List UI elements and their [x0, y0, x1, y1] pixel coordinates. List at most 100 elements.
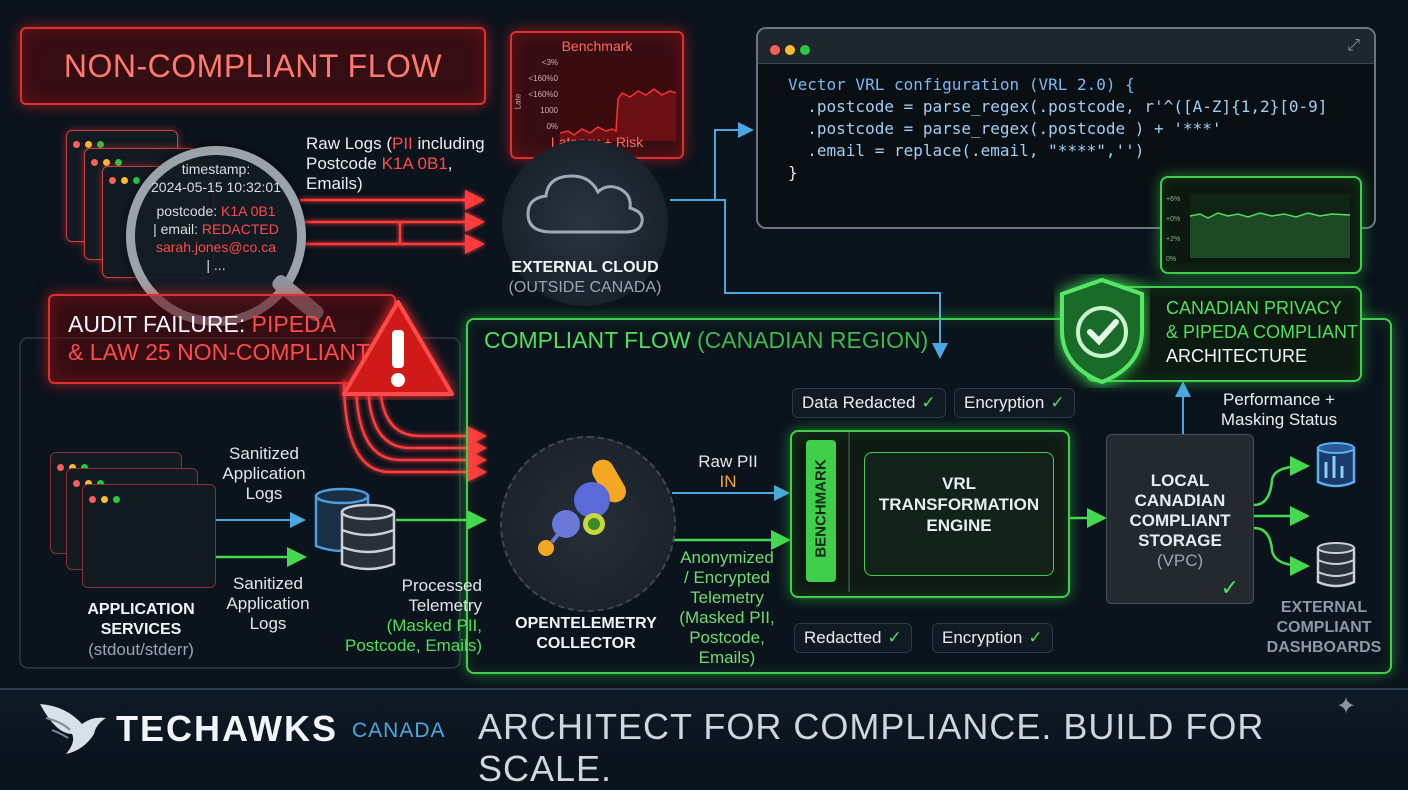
raw-logs-label: Raw Logs (PII including Postcode K1A 0B1… [306, 134, 496, 194]
sanitized-line: Sanitized [233, 574, 303, 593]
performance-label: Performance + Masking Status [1204, 390, 1354, 430]
check-icon: ✓ [887, 628, 902, 647]
minimize-dot[interactable] [785, 45, 795, 55]
compliant-region: (CANADIAN REGION) [697, 327, 929, 353]
local-storage-box: LOCAL CANADIAN COMPLIANT STORAGE (VPC) ✓ [1106, 434, 1254, 604]
app-title-2: SERVICES [100, 621, 182, 638]
warning-icon [342, 300, 454, 396]
benchmark-chart-panel: Benchmark Late <3% <160%0 <160%0 1000 0%… [510, 31, 684, 159]
compliant-title: COMPLIANT FLOW (CANADIAN REGION) [484, 326, 928, 354]
code-line: } [788, 163, 798, 182]
engine-divider [848, 432, 850, 592]
close-dot[interactable] [770, 45, 780, 55]
raw-pii-label: Raw PII IN [686, 452, 770, 492]
code-window: ⤢ Vector VRL configuration (VRL 2.0) { .… [756, 27, 1376, 229]
cloud-label: EXTERNAL CLOUD (OUTSIDE CANADA) [490, 258, 680, 298]
timestamp-value: 2024-05-15 10:32:01 [151, 179, 281, 195]
footer-tagline: ARCHITECT FOR COMPLIANCE. BUILD FOR SCAL… [478, 706, 1265, 789]
footer-bar [0, 688, 1408, 770]
engine-title-line: VRL [942, 474, 976, 493]
sanitized-line: Application [226, 594, 310, 613]
badge-line1: CANADIAN PRIVACY [1166, 298, 1342, 318]
raw-logs-pii: PII [391, 134, 413, 153]
check-icon: ✓ [1050, 393, 1065, 412]
otel-title-1: OPENTELEMETRY [515, 615, 657, 632]
email-value: REDACTED [201, 221, 279, 237]
magnifier-text: timestamp: 2024-05-15 10:32:01 postcode:… [136, 160, 296, 274]
benchmark-tick: <3% [541, 58, 558, 67]
processed-telemetry-label: Processed Telemetry (Masked PII, Postcod… [332, 576, 482, 656]
perf-line2: Masking Status [1220, 410, 1338, 429]
anon-line: Anonymized [680, 548, 774, 567]
engine-title-line: ENGINE [926, 516, 992, 535]
anon-line: Telemetry [690, 588, 764, 607]
mini-tick: +0% [1166, 216, 1181, 223]
storage-title-line: CANADIAN [1134, 491, 1226, 510]
app-subtitle: (stdout/stderr) [88, 640, 194, 659]
expand-icon[interactable]: ⤢ [1347, 37, 1360, 54]
badge-text: CANADIAN PRIVACY & PIPEDA COMPLIANT ARCH… [1166, 296, 1358, 368]
timestamp-label: timestamp: [181, 161, 251, 177]
chip-label: Encryption [964, 393, 1045, 412]
raw-logs-code: K1A 0B1 [381, 154, 448, 173]
mini-chart-panel: +6% +0% +2% 0% [1160, 176, 1362, 274]
benchmark-tab-label: BENCHMARK [812, 459, 830, 558]
raw-logs-prefix: Raw Logs ( [306, 134, 392, 153]
code-line: .email = replace(.email, "****",'') [788, 141, 1145, 160]
otel-title-2: COLLECTOR [536, 635, 636, 652]
badge-line2: & PIPEDA COMPLIANT [1166, 322, 1359, 342]
audit-prefix: AUDIT FAILURE: [68, 311, 252, 337]
noncompliant-title-box: NON-COMPLIANT FLOW [20, 27, 486, 105]
brand-sub: CANADA [352, 719, 446, 742]
cloud-title: EXTERNAL CLOUD [511, 259, 659, 276]
raw-pii-in: IN [719, 472, 737, 491]
database-grey-icon [1316, 542, 1356, 588]
storage-title-line: COMPLIANT [1129, 511, 1231, 530]
app-window-front [82, 484, 216, 588]
app-title-1: APPLICATION [87, 601, 195, 618]
chip-redacted-bottom: Redactted ✓ [794, 623, 912, 653]
hawk-logo-icon [40, 704, 106, 754]
chip-label: Encryption [942, 628, 1023, 647]
dashboard-title-line: EXTERNAL [1280, 599, 1368, 616]
brand-name: TECHAWKS [116, 708, 338, 749]
check-icon: ✓ [1028, 628, 1043, 647]
anon-line: Postcode, [689, 628, 765, 647]
database-blue-icon [1316, 442, 1356, 488]
audit-pipeda: PIPEDA [251, 311, 336, 337]
chip-label: Redactted [804, 628, 882, 647]
storage-title-line: STORAGE [1138, 531, 1222, 550]
benchmark-tab: BENCHMARK [806, 440, 836, 582]
sanitized-line: Application [222, 464, 306, 483]
code-line: Vector VRL configuration (VRL 2.0) { [788, 75, 1135, 94]
email-label: | email: [153, 221, 202, 237]
mini-chart-ticks: +6% +0% +2% 0% [1166, 190, 1180, 270]
compliant-flow-title: COMPLIANT FLOW [484, 327, 691, 353]
benchmark-ticks: <3% <160%0 <160%0 1000 0% [522, 55, 558, 135]
code-line: .postcode = parse_regex(.postcode ) + '*… [788, 119, 1222, 138]
external-dashboards-label: EXTERNAL COMPLIANT DASHBOARDS [1262, 598, 1386, 658]
vrl-engine-inner: VRL TRANSFORMATION ENGINE [864, 452, 1054, 576]
mini-tick: +6% [1166, 196, 1181, 203]
mini-tick: +2% [1166, 236, 1181, 243]
chip-encryption-bottom: Encryption ✓ [932, 623, 1053, 653]
opentelemetry-icon [538, 459, 626, 556]
benchmark-tick: <160%0 [528, 74, 558, 83]
processed-line: Processed [401, 576, 482, 595]
processed-line: Telemetry [408, 596, 482, 615]
processed-green-line: Postcode, Emails) [345, 636, 482, 655]
raw-pii-text: Raw PII [698, 452, 758, 471]
sanitized-line: Sanitized [229, 444, 299, 463]
maximize-dot[interactable] [800, 45, 810, 55]
benchmark-tick: <160%0 [528, 90, 558, 99]
cloud-subtitle: (OUTSIDE CANADA) [508, 279, 662, 296]
sanitized-line: Logs [249, 614, 287, 633]
processed-green-line: (Masked PII, [386, 616, 482, 635]
storage-subtitle: (VPC) [1156, 551, 1204, 570]
perf-line1: Performance + [1223, 390, 1335, 409]
anon-line: (Masked PII, [679, 608, 775, 627]
storage-title-line: LOCAL [1150, 471, 1210, 490]
cloud-icon [526, 174, 644, 234]
benchmark-tick: 0% [546, 122, 558, 131]
anonymized-telemetry-label: Anonymized / Encrypted Telemetry (Masked… [672, 548, 782, 668]
